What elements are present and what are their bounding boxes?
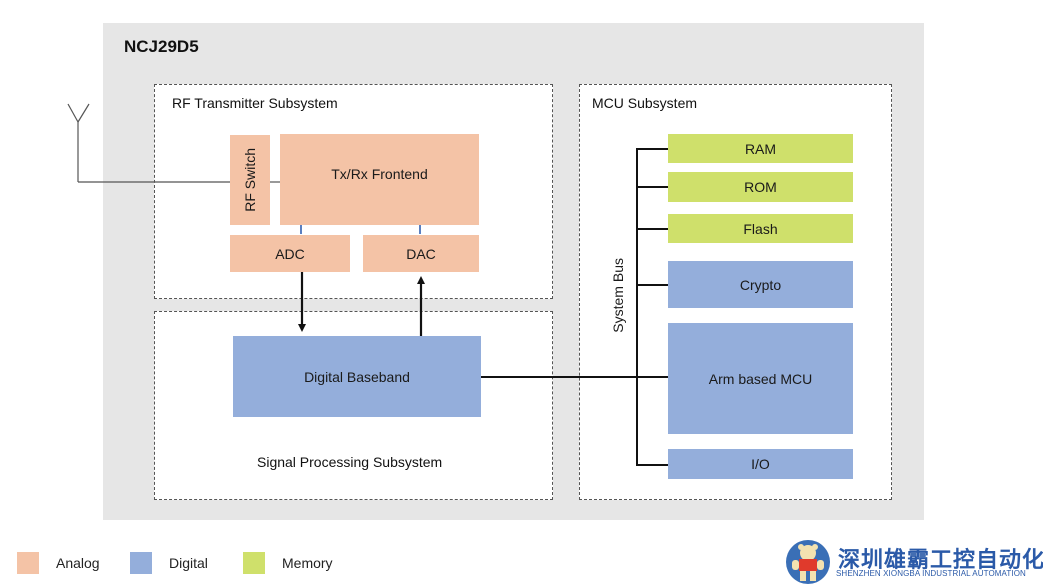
watermark-chinese-text: 深圳雄霸工控自动化 [838,547,1043,572]
io-label: I/O [751,456,770,472]
rom-block: ROM [668,172,853,202]
io-block: I/O [668,449,853,479]
digital-baseband-label: Digital Baseband [304,368,410,385]
digital-baseband-block: Digital Baseband [233,336,481,417]
system-bus-label: System Bus [608,250,628,340]
adc-block: ADC [230,235,350,272]
crypto-label: Crypto [739,276,782,293]
chip-title: NCJ29D5 [124,37,199,56]
arm-mcu-label: Arm based MCU [708,370,813,387]
legend-digital-label: Digital [169,555,208,571]
txrx-frontend-block: Tx/Rx Frontend [280,134,479,225]
rom-label: ROM [744,179,777,195]
watermark-logo: 深圳雄霸工控自动化 SHENZHEN XIONGBA INDUSTRIAL AU… [786,540,1043,584]
arm-mcu-block: Arm based MCU [668,323,853,434]
flash-label: Flash [743,220,778,237]
rf-switch-label: RF Switch [242,148,258,212]
watermark-english-text: SHENZHEN XIONGBA INDUSTRIAL AUTOMATION [836,569,1026,578]
crypto-block: Crypto [668,261,853,308]
legend-memory-swatch [243,552,265,574]
legend-memory: Memory [243,552,333,574]
legend-analog: Analog [17,552,100,574]
dac-label: DAC [406,245,436,262]
txrx-frontend-label: Tx/Rx Frontend [331,166,428,182]
legend-analog-label: Analog [56,555,100,571]
rf-switch-block: RF Switch [230,135,270,225]
ram-block: RAM [668,134,853,163]
flash-block: Flash [668,214,853,243]
legend-memory-label: Memory [282,555,333,571]
ram-label: RAM [744,140,777,157]
mcu-subsystem-title: MCU Subsystem [592,95,698,111]
legend-analog-swatch [17,552,39,574]
legend-digital: Digital [130,552,208,574]
dac-block: DAC [363,235,479,272]
bear-mascot-icon [786,540,830,584]
system-bus-text: System Bus [610,257,626,333]
legend-digital-swatch [130,552,152,574]
signal-subsystem-title: Signal Processing Subsystem [257,454,443,470]
rf-subsystem-title: RF Transmitter Subsystem [172,95,338,111]
adc-label: ADC [275,245,305,262]
